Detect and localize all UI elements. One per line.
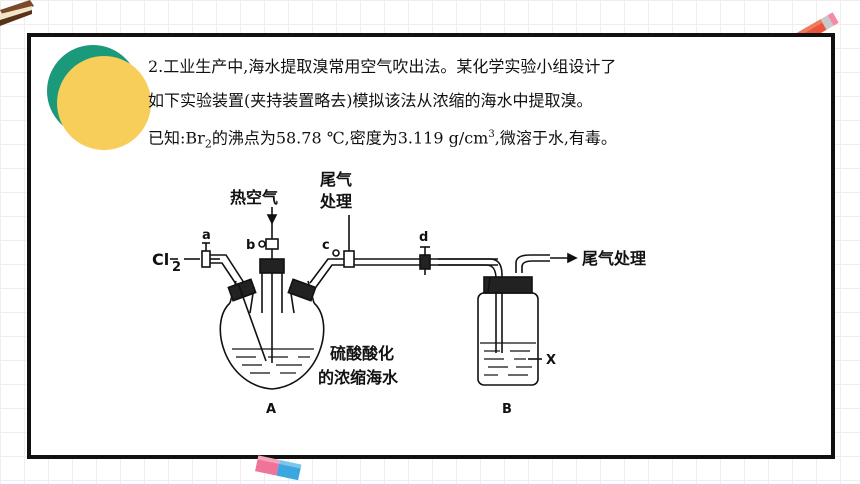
hot-air-label: 热空气 [230, 188, 278, 207]
stopcock-c-label: c [322, 238, 330, 253]
question-line-2: 如下实验装置(夹持装置略去)模拟该法从浓缩的海水中提取溴。 [148, 91, 593, 110]
solution-label-line2: 的浓缩海水 [318, 368, 399, 387]
question-line-3: 已知:Br2的沸点为58.78 ℃,密度为3.119 g/cm3,微溶于水,有毒… [148, 125, 617, 155]
apparatus-b-caption: B [502, 402, 512, 417]
tail-gas-top-line1: 尾气 [320, 170, 352, 189]
liquid-x-label: X [546, 353, 556, 368]
cl2-label: Cl [152, 250, 169, 269]
apparatus-diagram: 热空气 尾气 处理 尾气处理 Cl 2 a b c d 硫酸酸化 的浓缩海水 X… [138, 163, 666, 425]
cm3-superscript: 3 [488, 129, 495, 140]
question-line-1: 2.工业生产中,海水提取溴常用空气吹出法。某化学实验小组设计了 [148, 57, 617, 76]
known-prefix: 已知:Br [148, 128, 205, 148]
tail-gas-right-label: 尾气处理 [582, 249, 646, 268]
stopcock-a-label: a [202, 228, 211, 243]
cl2-subscript: 2 [172, 260, 181, 275]
stopcock-b-label: b [246, 238, 255, 253]
tail-gas-top-line2: 处理 [319, 192, 352, 211]
eraser-icon [255, 455, 302, 481]
known-suffix: ,微溶于水,有毒。 [494, 128, 617, 148]
yellow-circle-decoration [57, 56, 151, 150]
book-icon [0, 0, 34, 26]
apparatus-a-caption: A [266, 402, 276, 417]
known-mid: 的沸点为58.78 ℃,密度为3.119 g/cm [211, 128, 489, 148]
br2-subscript: 2 [204, 137, 212, 151]
stopcock-d-label: d [419, 230, 428, 245]
solution-label-line1: 硫酸酸化 [330, 344, 394, 363]
